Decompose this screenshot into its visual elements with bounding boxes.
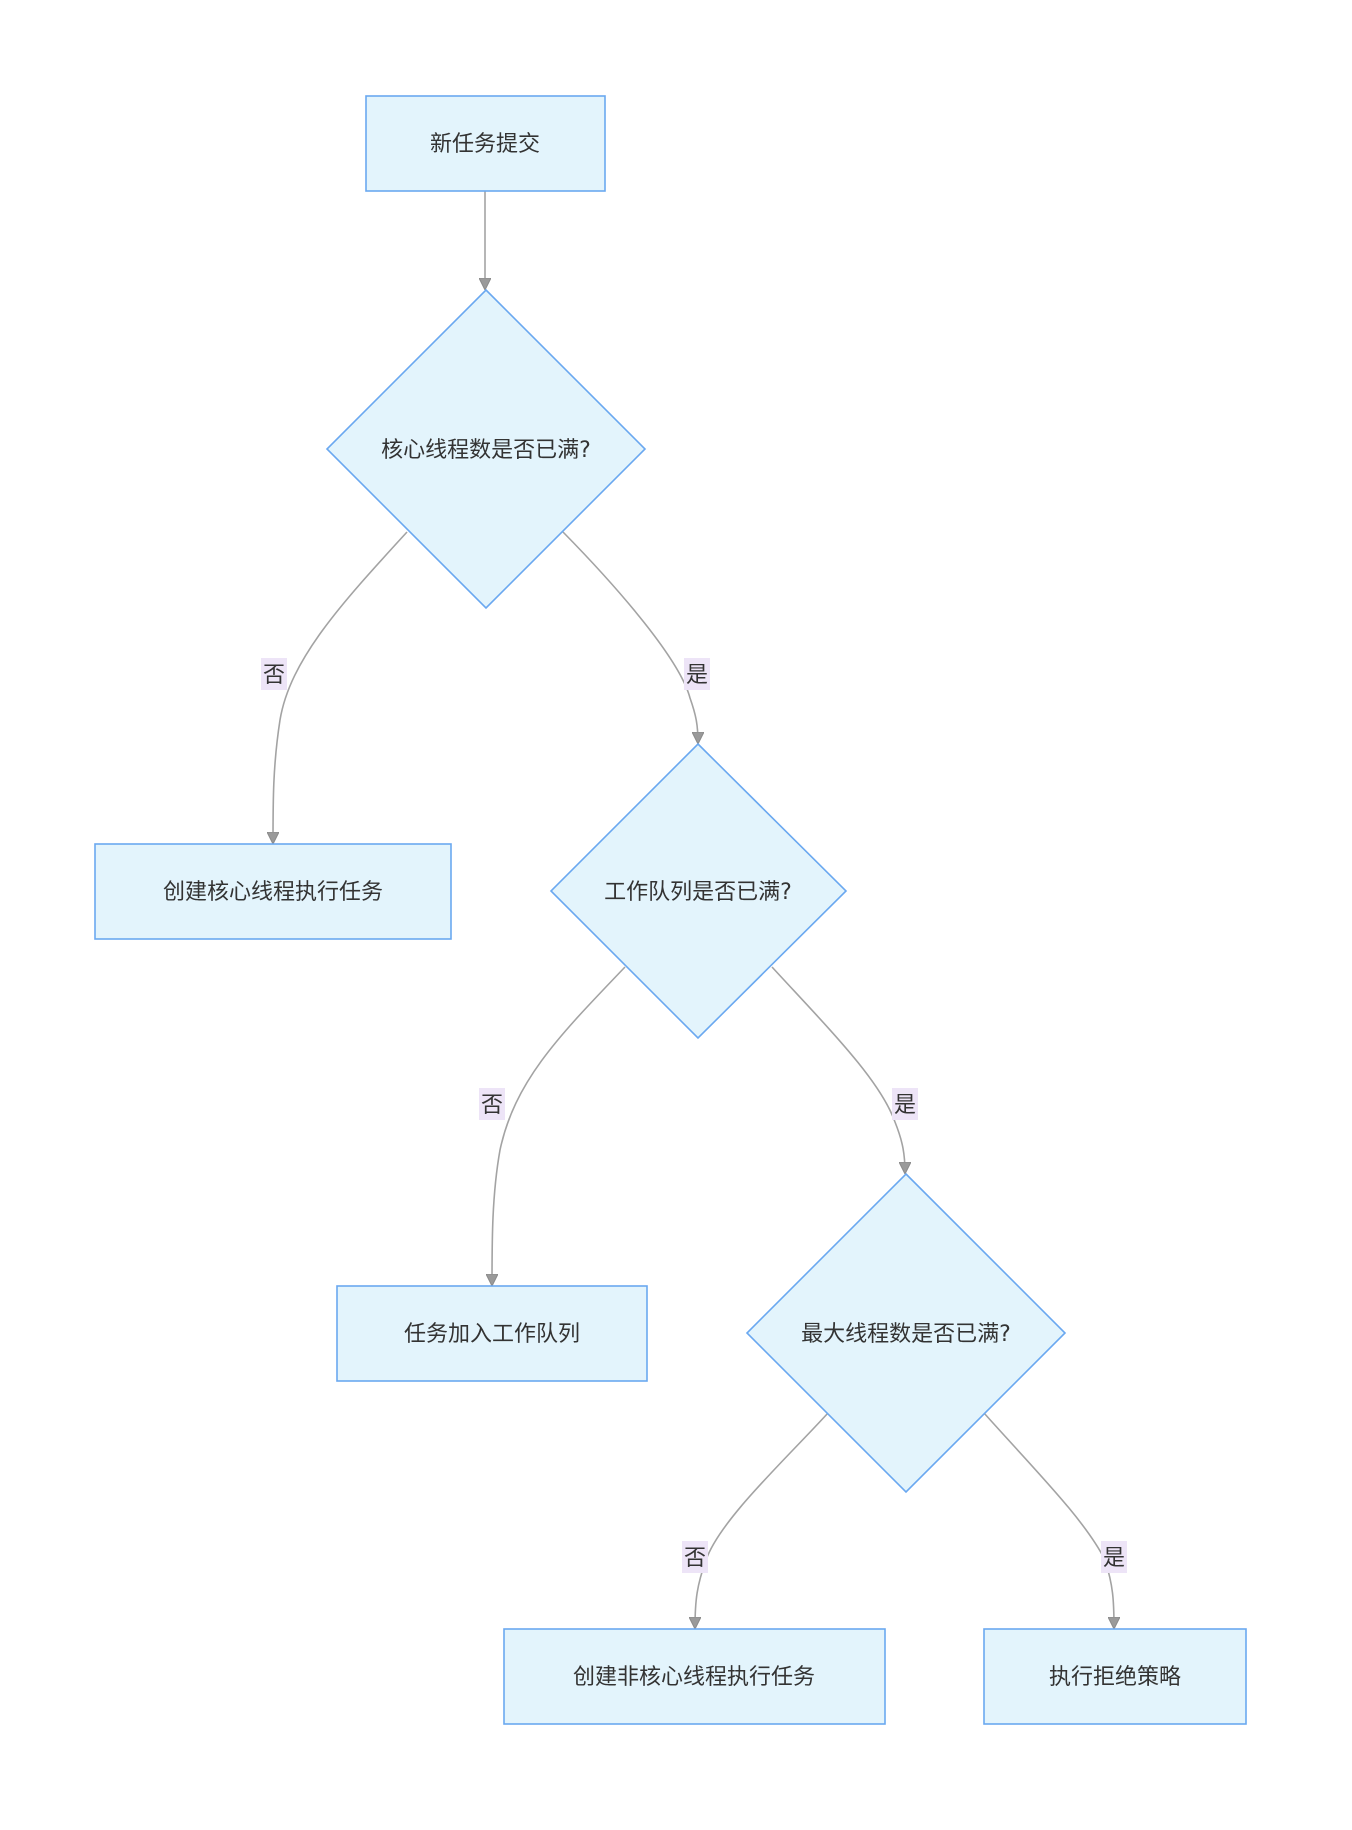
edge-label-core-yes: 是 (684, 658, 710, 690)
svg-text:任务加入工作队列: 任务加入工作队列 (404, 1322, 580, 1347)
svg-text:否: 否 (684, 1546, 706, 1571)
svg-text:创建非核心线程执行任务: 创建非核心线程执行任务 (573, 1665, 815, 1690)
edge-label-queue-yes: 是 (892, 1088, 918, 1120)
svg-text:创建核心线程执行任务: 创建核心线程执行任务 (163, 880, 383, 905)
svg-text:是: 是 (686, 663, 708, 688)
node-create-noncore-thread: 创建非核心线程执行任务 (503, 1628, 886, 1725)
edge-label-queue-no: 否 (479, 1088, 505, 1120)
svg-text:最大线程数是否已满?: 最大线程数是否已满? (801, 1322, 1011, 1347)
svg-text:是: 是 (1103, 1546, 1125, 1571)
svg-text:核心线程数是否已满?: 核心线程数是否已满? (381, 438, 591, 463)
edge-label-max-no: 否 (682, 1541, 708, 1573)
svg-text:执行拒绝策略: 执行拒绝策略 (1049, 1665, 1181, 1690)
decision-max-threads-full: 最大线程数是否已满? (745, 1172, 1067, 1494)
edge-core-check-yes (562, 531, 698, 743)
edge-core-check-no (273, 531, 408, 843)
svg-text:新任务提交: 新任务提交 (430, 132, 540, 157)
edge-max-check-yes (983, 1412, 1114, 1628)
edge-queue-check-no (492, 966, 626, 1285)
node-create-core-thread: 创建核心线程执行任务 (94, 843, 452, 940)
decision-core-threads-full: 核心线程数是否已满? (325, 288, 647, 610)
svg-text:否: 否 (481, 1093, 503, 1118)
edge-max-check-no (695, 1412, 829, 1628)
edge-queue-check-yes (771, 966, 905, 1173)
svg-text:否: 否 (263, 663, 285, 688)
node-submit: 新任务提交 (365, 95, 606, 192)
node-add-to-queue: 任务加入工作队列 (336, 1285, 648, 1382)
svg-text:是: 是 (894, 1093, 916, 1118)
edge-label-max-yes: 是 (1101, 1541, 1127, 1573)
edge-label-core-no: 否 (261, 658, 287, 690)
node-reject-policy: 执行拒绝策略 (983, 1628, 1247, 1725)
decision-queue-full: 工作队列是否已满? (549, 742, 848, 1040)
svg-text:工作队列是否已满?: 工作队列是否已满? (604, 880, 792, 905)
